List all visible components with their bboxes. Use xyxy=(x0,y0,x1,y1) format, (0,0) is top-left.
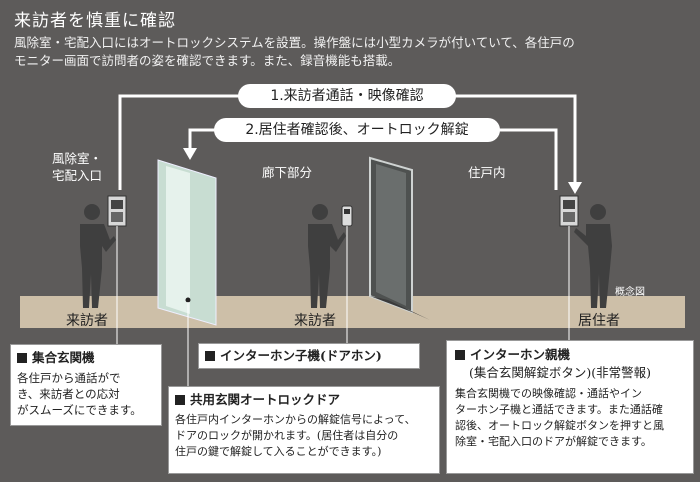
callout-master-unit-line-3: 認後、オートロック解錠ボタンを押すと風 xyxy=(455,419,664,432)
callout-master-unit-line-1: 集合玄関機での映像確認・通話やイン xyxy=(455,387,642,400)
entrance-panel-device xyxy=(107,195,127,227)
flow-step-2: 2.居住者確認後、オートロック解錠 xyxy=(214,118,500,142)
bullet-square-icon xyxy=(455,349,465,360)
bullet-square-icon xyxy=(17,352,27,363)
callout-entrance-panel-body: 各住戸から通話がで き、来訪者との応対 がスムーズにできます。 xyxy=(17,370,155,418)
callout-auto-lock-door-title-row: 共用玄関オートロックドア xyxy=(175,391,433,409)
callout-entrance-panel-line-3: がスムーズにできます。 xyxy=(17,403,142,417)
page-title: 来訪者を慎重に確認 xyxy=(14,11,176,31)
callout-master-unit-body: 集合玄関機での映像確認・通話やイン ターホン子機と通話できます。また通話確 認後… xyxy=(455,386,685,450)
label-visitor-center: 来訪者 xyxy=(294,313,336,329)
callout-master-unit-line-4: 除室・宅配入口のドアが解錠できます。 xyxy=(455,435,652,448)
callout-entrance-panel-line-2: き、来訪者との応対 xyxy=(17,387,120,401)
callout-entrance-panel: 集合玄関機 各住戸から通話がで き、来訪者との応対 がスムーズにできます。 xyxy=(10,344,162,426)
resident-figure xyxy=(574,204,612,308)
bullet-square-icon xyxy=(205,350,215,361)
floor-band xyxy=(20,296,685,328)
zone-dwelling: 住戸内 xyxy=(468,165,506,180)
callout-master-unit-title: インターホン親機 xyxy=(470,347,571,362)
dwelling-door xyxy=(369,156,430,320)
intro-line-2: モニター画面で訪問者の姿を確認できます。また、録音機能も搭載。 xyxy=(14,53,401,68)
callout-master-unit: インターホン親機 (集合玄関解錠ボタン)(非常警報) 集合玄関機での映像確認・通… xyxy=(446,340,694,474)
callout-master-unit-line-2: ターホン子機と通話できます。また通話確 xyxy=(455,403,663,416)
flow-arrow-2-head xyxy=(183,148,197,160)
zone-corridor: 廊下部分 xyxy=(262,165,313,180)
callout-auto-lock-door-body: 各住戸内インターホンからの解錠信号によって、 ドアのロックが開かれます。(居住者… xyxy=(175,412,433,460)
zone-vestibule-line-2: 宅配入口 xyxy=(52,168,103,183)
callout-entrance-panel-line-1: 各住戸から通話がで xyxy=(17,371,121,385)
bullet-square-icon xyxy=(175,394,185,405)
callout-entrance-panel-title-row: 集合玄関機 xyxy=(17,349,155,367)
callout-door-phone-title-row: インターホン子機(ドアホン) xyxy=(205,347,413,365)
callout-auto-lock-door-line-1: 各住戸内インターホンからの解錠信号によって、 xyxy=(175,413,416,426)
auto-lock-door xyxy=(157,159,217,326)
callout-door-phone: インターホン子機(ドアホン) xyxy=(198,343,420,369)
label-visitor-left: 来訪者 xyxy=(66,313,108,329)
callout-auto-lock-door: 共用玄関オートロックドア 各住戸内インターホンからの解錠信号によって、 ドアのロ… xyxy=(168,386,440,474)
zone-vestibule: 風除室・ 宅配入口 xyxy=(52,150,102,184)
door-phone-device xyxy=(341,205,353,227)
callout-auto-lock-door-line-3: 住戸の鍵で解錠して入ることができます。) xyxy=(175,445,382,458)
callout-master-unit-title-row: インターホン親機 xyxy=(455,346,685,364)
callout-master-unit-subtitle: (集合玄関解錠ボタン)(非常警報) xyxy=(469,365,652,380)
callout-entrance-panel-title: 集合玄関機 xyxy=(32,350,95,365)
callout-door-phone-title: インターホン子機(ドアホン) xyxy=(220,348,382,363)
master-unit-device xyxy=(559,195,579,227)
concept-note: 概念図 xyxy=(615,287,645,298)
flow-step-1: 1.来訪者通話・映像確認 xyxy=(238,84,456,108)
intro-line-1: 風除室・宅配入口にはオートロックシステムを設置。操作盤には小型カメラが付いていて… xyxy=(14,35,575,50)
flow-arrow-1-head xyxy=(568,182,582,194)
zone-vestibule-line-1: 風除室・ xyxy=(52,151,103,166)
callout-auto-lock-door-line-2: ドアのロックが開かれます。(居住者は自分の xyxy=(175,429,399,442)
intro-text: 風除室・宅配入口にはオートロックシステムを設置。操作盤には小型カメラが付いていて… xyxy=(14,34,690,70)
label-resident: 居住者 xyxy=(578,313,620,329)
visitor-left-figure xyxy=(80,204,116,308)
callout-auto-lock-door-title: 共用玄関オートロックドア xyxy=(190,392,341,407)
visitor-center-figure xyxy=(308,204,346,308)
